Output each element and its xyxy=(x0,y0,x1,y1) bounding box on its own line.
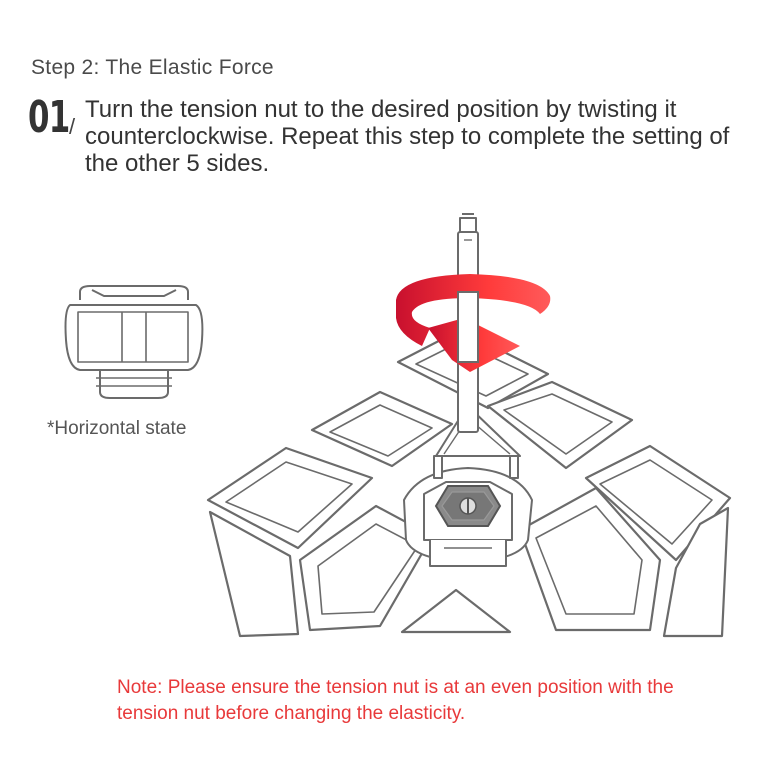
hex-nut-icon xyxy=(434,485,502,527)
step-number: 01 xyxy=(28,92,70,143)
step-slash: / xyxy=(69,114,76,139)
step-title: Step 2: The Elastic Force xyxy=(31,56,274,79)
step-instruction: Turn the tension nut to the desired posi… xyxy=(85,96,730,177)
note-text: Note: Please ensure the tension nut is a… xyxy=(117,677,674,724)
rotate-arrow-icon xyxy=(396,274,551,372)
tension-nut-icon xyxy=(64,285,204,399)
cube-tiles xyxy=(206,328,732,638)
inset-caption: *Horizontal state xyxy=(47,418,187,439)
